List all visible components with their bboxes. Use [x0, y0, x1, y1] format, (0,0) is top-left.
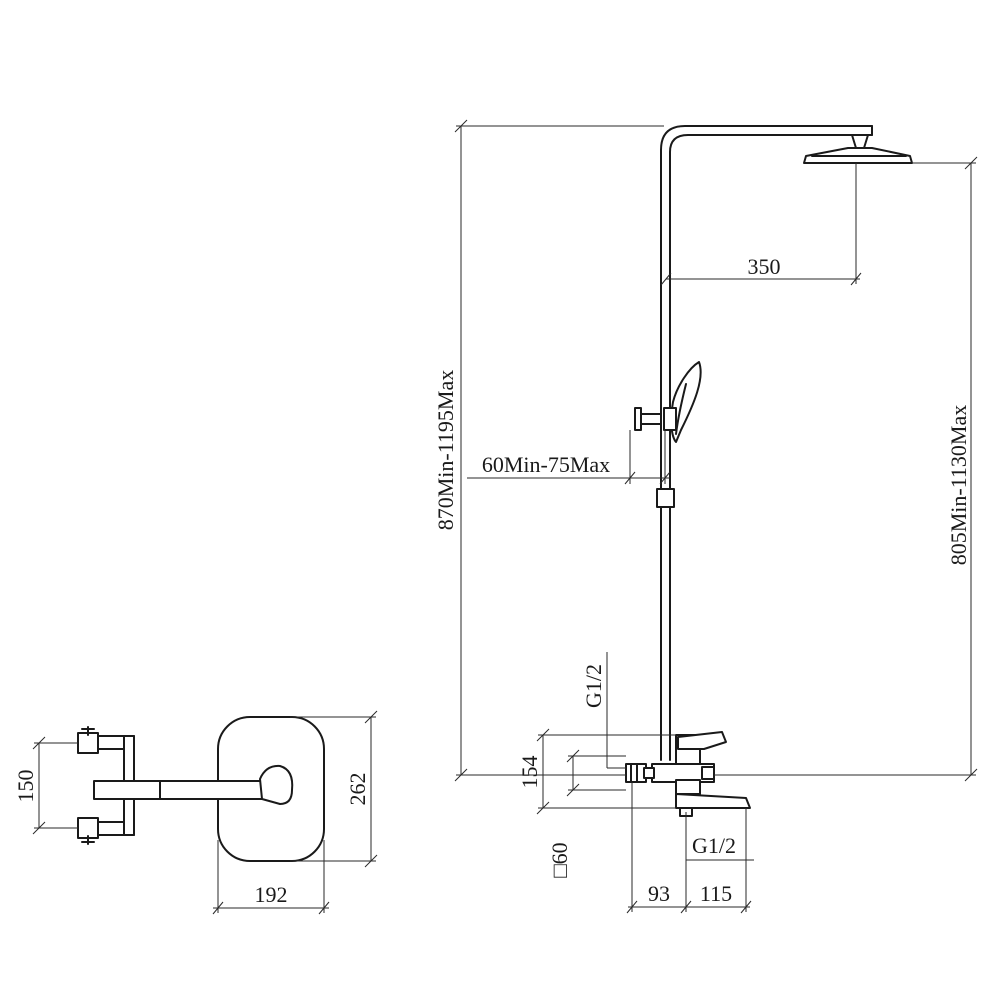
label-inlet-bottom: G1/2	[692, 833, 736, 858]
dim-inlet-top	[606, 652, 626, 769]
label-spout-left: 93	[648, 881, 670, 906]
dim-plate-height	[290, 710, 378, 868]
label-spout-right: 115	[700, 881, 732, 906]
dim-overall-height	[454, 119, 664, 782]
dim-square-size	[566, 749, 626, 797]
inlet-pipe-upper	[77, 726, 135, 782]
shower-column	[660, 125, 873, 761]
hand-shower	[663, 361, 702, 443]
slide-bar-bracket	[634, 407, 662, 431]
dim-plate-width	[212, 840, 330, 915]
height-adjust-sleeve	[656, 488, 675, 508]
label-slide-offset: 60Min-75Max	[482, 452, 610, 477]
label-arm-reach: 350	[748, 254, 781, 279]
label-plate-width: 192	[255, 882, 288, 907]
wall-plate	[93, 716, 325, 862]
label-plate-height: 262	[345, 773, 370, 806]
wall-connector	[625, 763, 655, 783]
inlet-pipe-lower	[77, 798, 135, 845]
dim-inlet-bottom	[685, 812, 754, 861]
mixer-body	[651, 731, 751, 817]
label-inlet-top: G1/2	[581, 664, 606, 708]
label-overall-height: 870Min-1195Max	[433, 370, 458, 531]
label-square-size: □60	[547, 842, 572, 877]
label-inlet-spacing: 150	[13, 770, 38, 803]
dim-arm-reach	[660, 163, 862, 286]
label-mixer-height: 154	[517, 756, 542, 789]
dim-head-height	[714, 156, 978, 782]
dim-spout	[626, 782, 752, 914]
label-head-height: 805Min-1130Max	[946, 405, 971, 566]
dim-slide-offset	[467, 430, 671, 485]
dim-inlet-spacing	[32, 736, 78, 835]
rain-shower-head	[803, 134, 913, 164]
